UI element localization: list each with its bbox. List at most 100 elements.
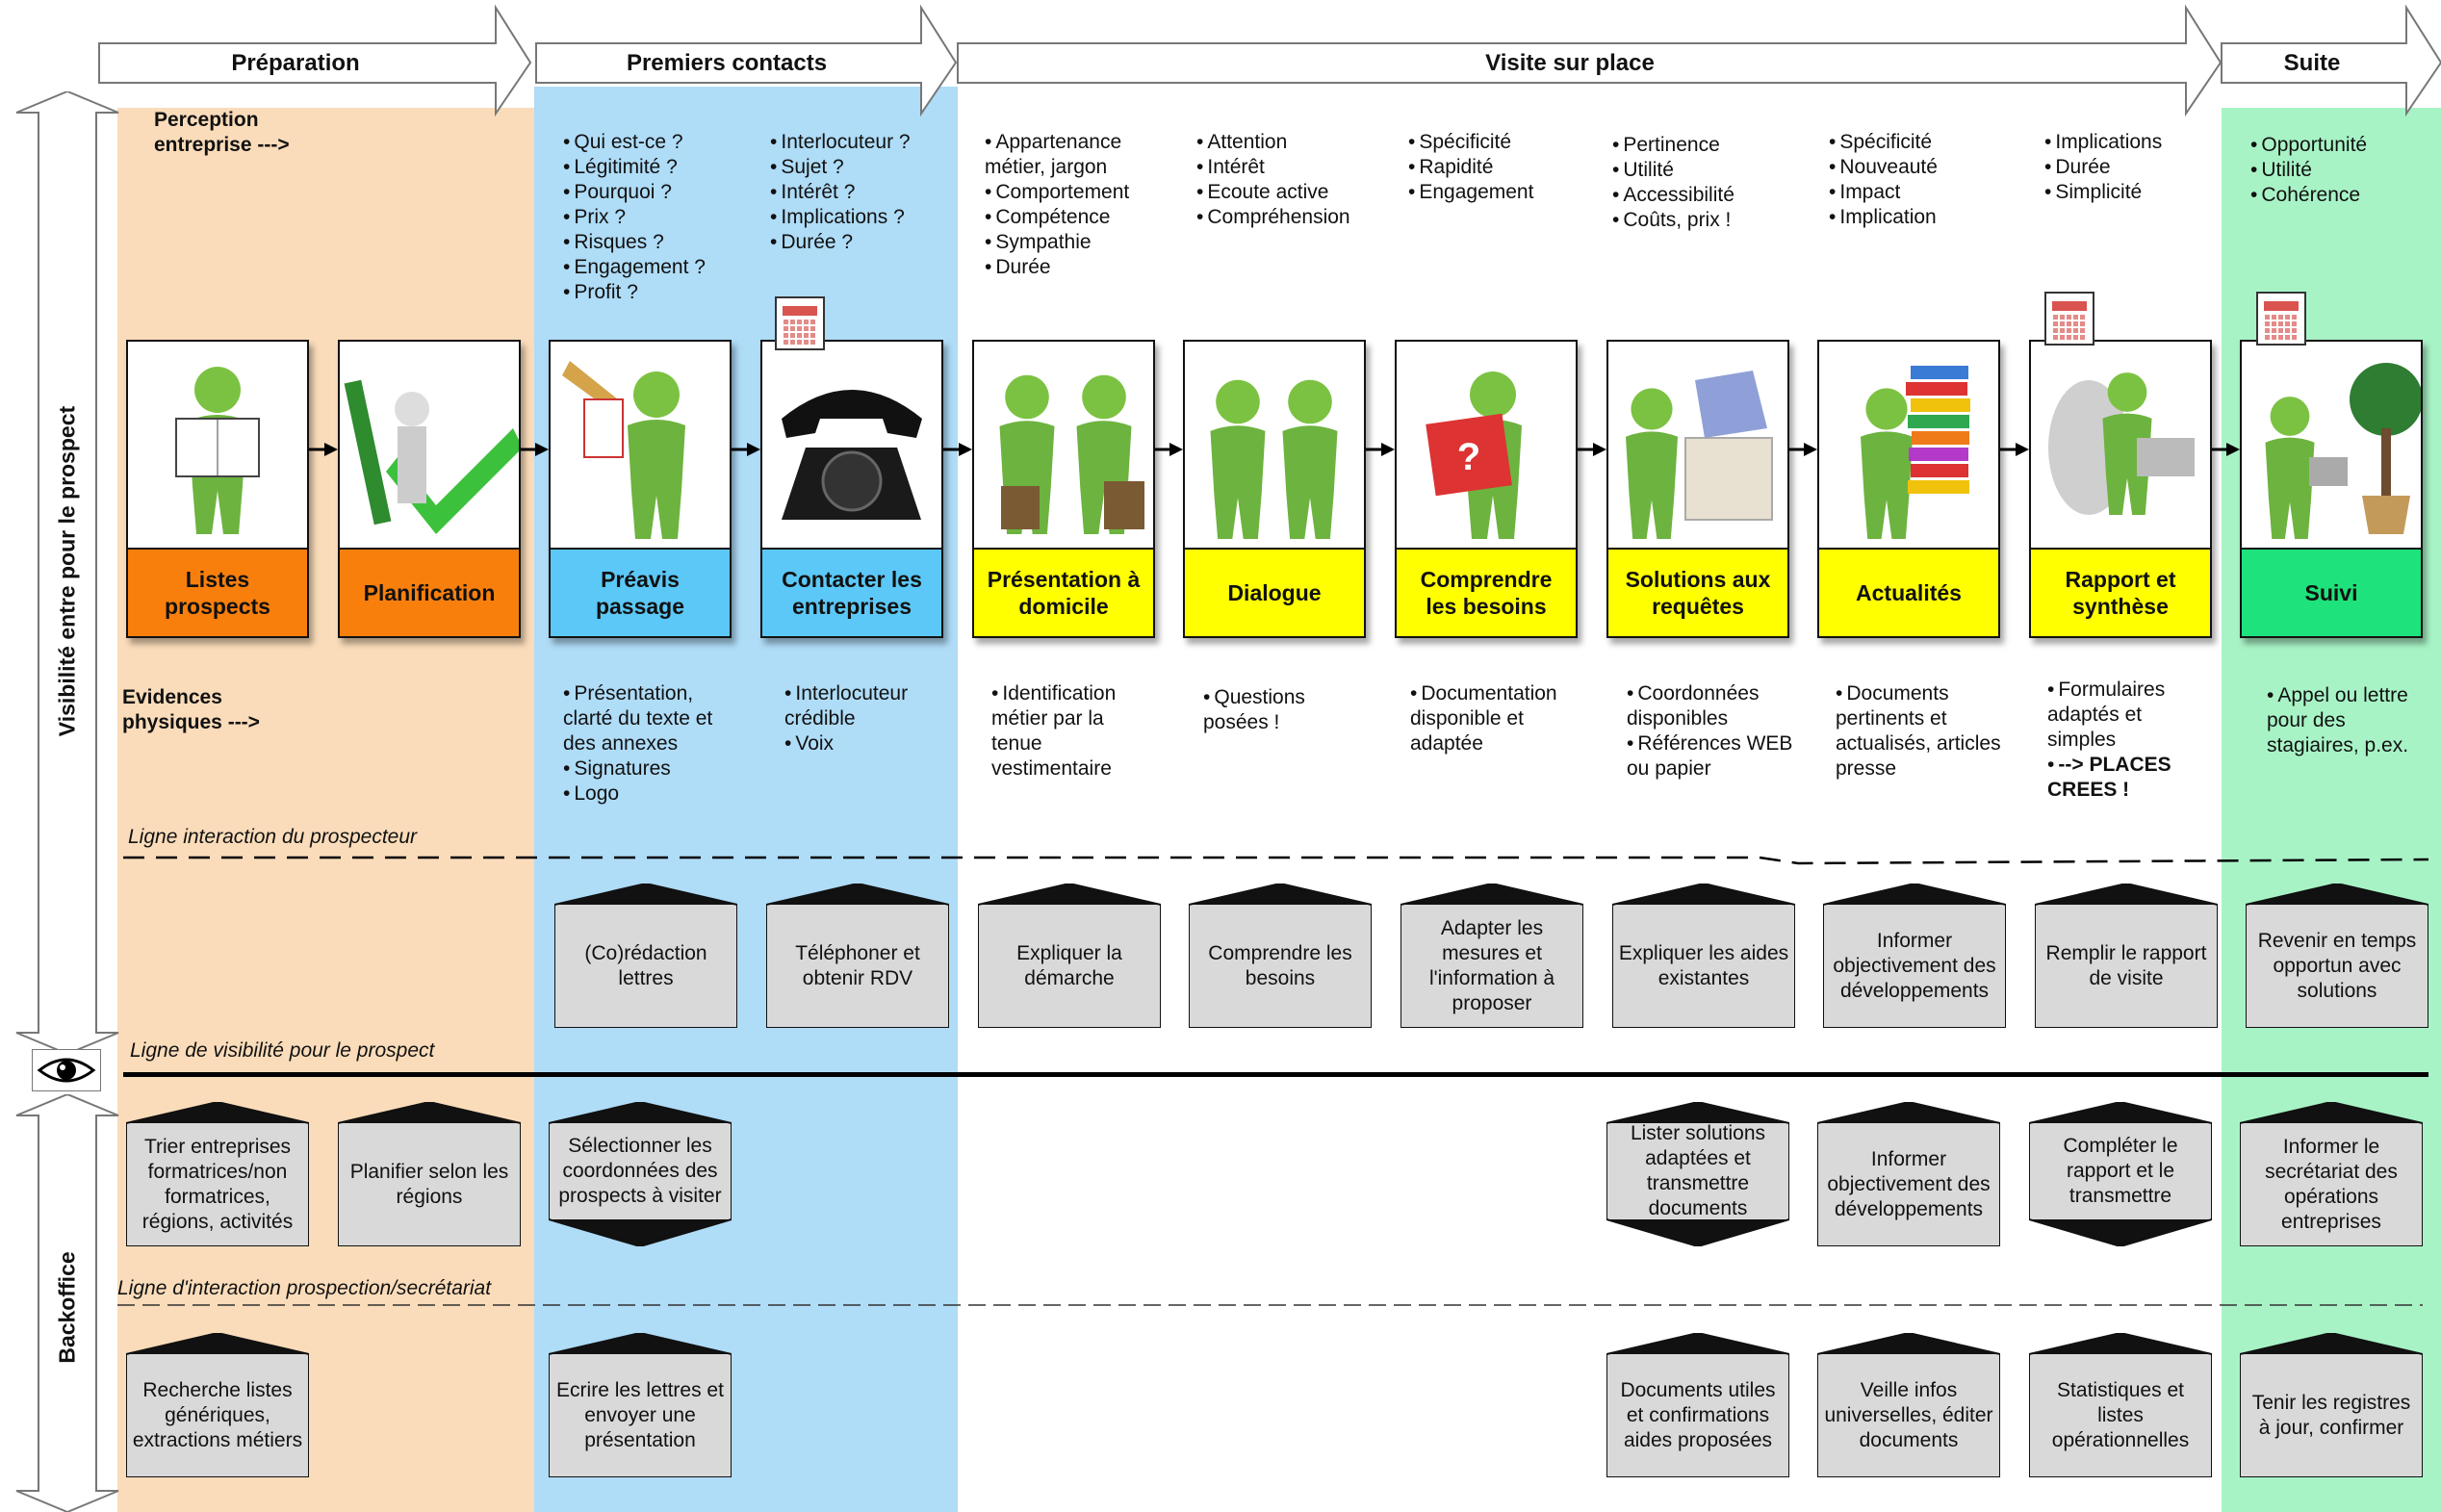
support-process-11[interactable]: Tenir les registres à jour, confirmer: [2240, 1333, 2423, 1477]
interaction-line-label: Ligne interaction du prospecteur: [128, 826, 418, 848]
phase-label-preparation: Préparation: [231, 49, 360, 76]
frontstage-action-9[interactable]: Informer objectivement des développement…: [1823, 884, 2006, 1028]
frontstage-action-5[interactable]: Expliquer la démarche: [978, 884, 1161, 1028]
support-process-11-label: Tenir les registres à jour, confirmer: [2251, 1392, 2411, 1439]
frontstage-action-8[interactable]: Expliquer les aides existantes: [1612, 884, 1795, 1028]
step-illustration: [2031, 342, 2210, 548]
perception-list-3: Interlocuteur ?Sujet ?Intérêt ?Implicati…: [770, 130, 963, 255]
support-process-10-label: Statistiques et listes opérationnelles: [2051, 1379, 2190, 1451]
frontstage-action-3[interactable]: (Co)rédaction lettres: [554, 884, 737, 1028]
support-process-3[interactable]: Ecrire les lettres et envoyer une présen…: [549, 1333, 732, 1477]
evidence-list-9: Formulaires adaptés et simples--> PLACES…: [2047, 678, 2216, 803]
frontstage-action-11[interactable]: Revenir en temps opportun avec solutions: [2246, 884, 2428, 1028]
handshake-icon: [999, 374, 1144, 534]
backstage-action-10[interactable]: Compléter le rapport et le transmettre: [2029, 1102, 2212, 1246]
perception-item: Nouveauté: [1829, 155, 2021, 180]
visibility-side-label: Visibilité entre pour le prospect: [54, 405, 80, 737]
evidences-row-label: Evidences physiques --->: [122, 686, 260, 733]
step-card-7[interactable]: ?Comprendre les besoins: [1395, 340, 1578, 638]
perception-item: Attention: [1196, 130, 1389, 155]
evidence-list-5: Questions posées !: [1203, 685, 1372, 735]
evidence-item: Appel ou lettre pour des stagiaires, p.e…: [2267, 683, 2411, 758]
step-illustration: [974, 342, 1153, 548]
backstage-action-9[interactable]: Informer objectivement des développement…: [1817, 1102, 2000, 1246]
step-card-5[interactable]: Présentation à domicile: [972, 340, 1155, 638]
phase-arrow-preparation: Préparation: [98, 4, 532, 117]
perception-item: Cohérence: [2250, 183, 2441, 208]
perception-item: Implication: [1829, 205, 2021, 230]
step-illustration: [1819, 342, 1998, 548]
question-book-icon: ?: [1426, 372, 1522, 539]
evidence-list-2: Présentation, clarté du texte et des ann…: [563, 681, 732, 807]
step-label: Dialogue: [1185, 548, 1364, 636]
phase-arrow-visite: Visite sur place: [957, 4, 2223, 117]
frontstage-action-7-label: Adapter les mesures et l'information à p…: [1428, 917, 1555, 1014]
step-card-9[interactable]: Actualités: [1817, 340, 2000, 638]
evidence-item: Documentation disponible et adaptée: [1410, 681, 1579, 756]
backstage-action-2-label: Planifier selon les régions: [349, 1161, 509, 1208]
backstage-action-2[interactable]: Planifier selon les régions: [338, 1102, 521, 1246]
step-card-8[interactable]: Solutions aux requêtes: [1606, 340, 1789, 638]
frontstage-action-5-label: Expliquer la démarche: [1016, 942, 1122, 989]
step-illustration: [1608, 342, 1787, 548]
backstage-action-8[interactable]: Lister solutions adaptées et transmettre…: [1606, 1102, 1789, 1246]
flow-arrow: [943, 442, 972, 457]
perception-item: Coûts, prix !: [1612, 208, 1805, 233]
frontstage-action-11-label: Revenir en temps opportun avec solutions: [2257, 930, 2417, 1002]
step-card-10[interactable]: Rapport et synthèse: [2029, 340, 2212, 638]
evidence-list-4: Identification métier par la tenue vesti…: [991, 681, 1160, 782]
evidence-item: Interlocuteur crédible: [784, 681, 953, 731]
phase-arrow-suite: Suite: [2221, 4, 2441, 117]
flow-arrow: [2000, 442, 2029, 457]
step-card-11[interactable]: Suivi: [2240, 340, 2423, 638]
perception-list-8: SpécificitéNouveautéImpactImplication: [1829, 130, 2021, 230]
backstage-action-3[interactable]: Sélectionner les coordonnées des prospec…: [549, 1102, 732, 1246]
perception-item: Simplicité: [2044, 180, 2237, 205]
step-card-4[interactable]: Contacter les entreprises: [760, 340, 943, 638]
flow-arrow: [732, 442, 760, 457]
perception-list-9: ImplicationsDuréeSimplicité: [2044, 130, 2237, 205]
evidence-list-3: Interlocuteur crédibleVoix: [784, 681, 953, 756]
perception-item: Prix ?: [563, 205, 756, 230]
frontstage-action-7[interactable]: Adapter les mesures et l'information à p…: [1400, 884, 1583, 1028]
step-card-6[interactable]: Dialogue: [1183, 340, 1366, 638]
support-process-3-label: Ecrire les lettres et envoyer une présen…: [556, 1379, 724, 1451]
support-process-9[interactable]: Veille infos universelles, éditer docume…: [1817, 1333, 2000, 1477]
step-label: Listes prospects: [128, 548, 307, 636]
frontstage-action-10[interactable]: Remplir le rapport de visite: [2035, 884, 2218, 1028]
visibility-line: [123, 1072, 2428, 1077]
step-illustration: [2242, 342, 2421, 548]
backstage-action-1[interactable]: Trier entreprises formatrices/non format…: [126, 1102, 309, 1246]
support-process-10[interactable]: Statistiques et listes opérationnelles: [2029, 1333, 2212, 1477]
perception-item: Interlocuteur ?: [770, 130, 963, 155]
phase-label-suite: Suite: [2283, 49, 2341, 76]
flow-arrow: [309, 442, 338, 457]
perception-item: Utilité: [1612, 158, 1805, 183]
perception-list-2: Qui est-ce ?Légitimité ?Pourquoi ?Prix ?…: [563, 130, 756, 305]
evidence-item: --> PLACES CREES !: [2047, 753, 2216, 803]
evidence-item: Logo: [563, 782, 732, 807]
step-card-2[interactable]: Planification: [338, 340, 521, 638]
backoffice-side-label: Backoffice: [54, 1251, 80, 1364]
support-process-8[interactable]: Documents utiles et confirmations aides …: [1606, 1333, 1789, 1477]
frontstage-action-6[interactable]: Comprendre les besoins: [1189, 884, 1372, 1028]
backstage-action-1-label: Trier entreprises formatrices/non format…: [141, 1136, 294, 1233]
perception-item: Profit ?: [563, 280, 756, 305]
step-card-3[interactable]: Préavis passage: [549, 340, 732, 638]
support-process-1-label: Recherche listes génériques, extractions…: [132, 1379, 303, 1451]
interaction-line: [123, 856, 2429, 865]
flow-arrow: [1366, 442, 1395, 457]
support-process-1[interactable]: Recherche listes génériques, extractions…: [126, 1333, 309, 1477]
backstage-action-11[interactable]: Informer le secrétariat des opérations e…: [2240, 1102, 2423, 1246]
frontstage-action-4-label: Téléphoner et obtenir RDV: [795, 942, 920, 989]
frontstage-action-8-label: Expliquer les aides existantes: [1618, 942, 1789, 989]
step-illustration: [1185, 342, 1364, 548]
calendar-icon: [775, 296, 825, 350]
flow-arrow: [1578, 442, 1606, 457]
perception-item: Risques ?: [563, 230, 756, 255]
frontstage-action-4[interactable]: Téléphoner et obtenir RDV: [766, 884, 949, 1028]
perception-list-4: Appartenance métier, jargonComportementC…: [985, 130, 1177, 280]
step-card-1[interactable]: Listes prospects: [126, 340, 309, 638]
step-illustration: [762, 342, 941, 548]
flow-arrow: [1789, 442, 1817, 457]
